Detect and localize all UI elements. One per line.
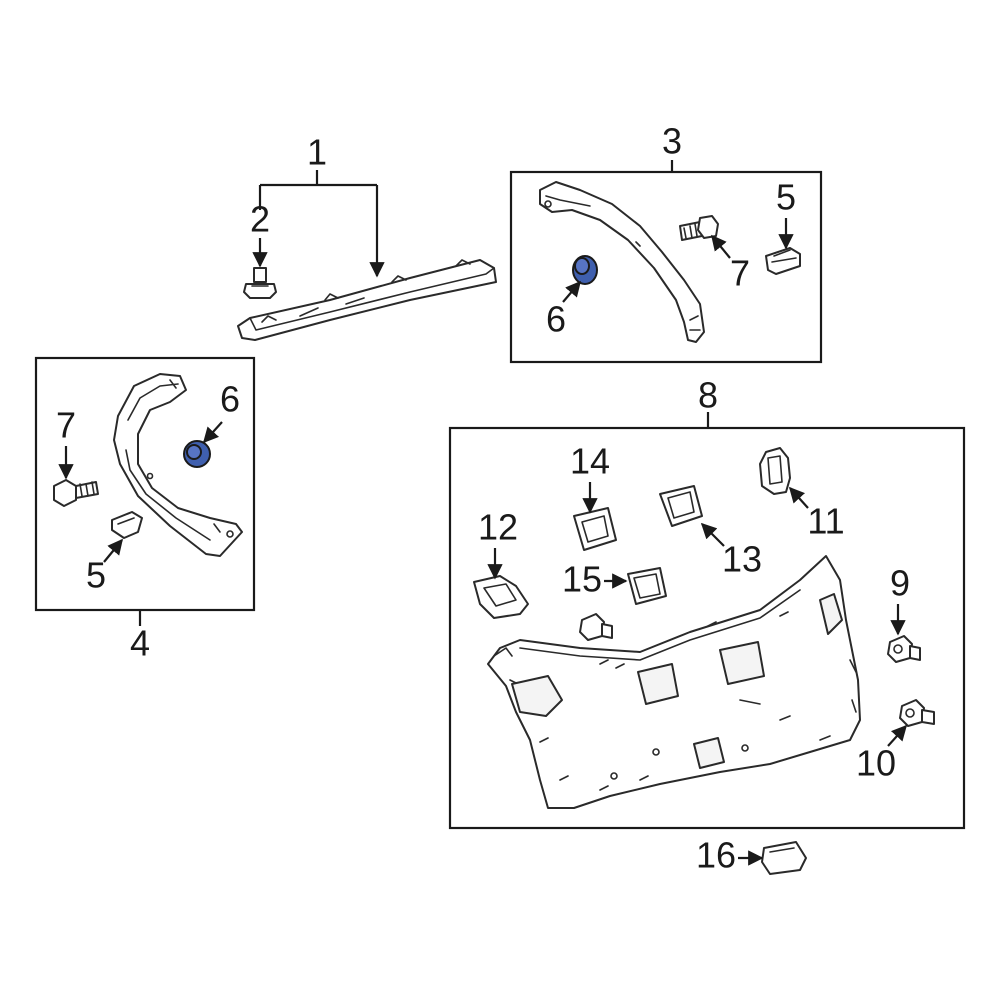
part-3-pillar-garnish: [539, 181, 705, 343]
callout-12: 12: [478, 507, 518, 548]
part-1-garnish: [237, 259, 497, 341]
callout-3: 3: [662, 121, 682, 162]
callout-6-box4: 6: [220, 379, 240, 420]
callout-7-box4: 7: [56, 405, 76, 446]
callout-8: 8: [698, 375, 718, 416]
box-part-4: [34, 356, 256, 612]
callout-15: 15: [562, 559, 602, 600]
part-14-bracket: [573, 507, 617, 551]
part-11-bezel: [759, 447, 791, 495]
part-9-clip: [887, 635, 921, 663]
part-10-clip: [899, 699, 935, 727]
box-part-3: [509, 170, 823, 364]
part-6-grommet-box3: [572, 255, 598, 285]
callout-4: 4: [130, 623, 150, 664]
part-8-trim-board: [487, 555, 861, 809]
callout-13: 13: [722, 539, 762, 580]
part-15-bracket: [627, 567, 667, 605]
part-7-bolt-box4: [53, 479, 99, 507]
callout-7-box3: 7: [730, 253, 750, 294]
part-13-bracket: [659, 485, 703, 527]
callout-14: 14: [570, 441, 610, 482]
part-bolt-under-15: [579, 613, 613, 641]
callout-16: 16: [696, 835, 736, 876]
part-5-clip-box3: [765, 247, 801, 275]
part-4-pillar-garnish: [113, 373, 243, 557]
part-2-clip: [243, 267, 277, 299]
callout-2: 2: [250, 199, 270, 240]
part-5-clip-box4: [111, 511, 143, 539]
callout-1: 1: [307, 132, 327, 173]
callout-5-box3: 5: [776, 177, 796, 218]
part-6-grommet-box4: [183, 440, 211, 468]
part-16-cap: [761, 841, 807, 875]
part-12-cover: [473, 575, 529, 619]
callout-11: 11: [807, 501, 844, 542]
leader-lines: [58, 160, 908, 866]
callout-5-box4: 5: [86, 555, 106, 596]
callout-9: 9: [890, 563, 910, 604]
callout-10: 10: [856, 743, 896, 784]
callout-6-box3: 6: [546, 299, 566, 340]
callout-labels: 1 2 3 5 7 6 4 7 6 5 8 14 12 15 13 11 9 1…: [56, 121, 910, 876]
